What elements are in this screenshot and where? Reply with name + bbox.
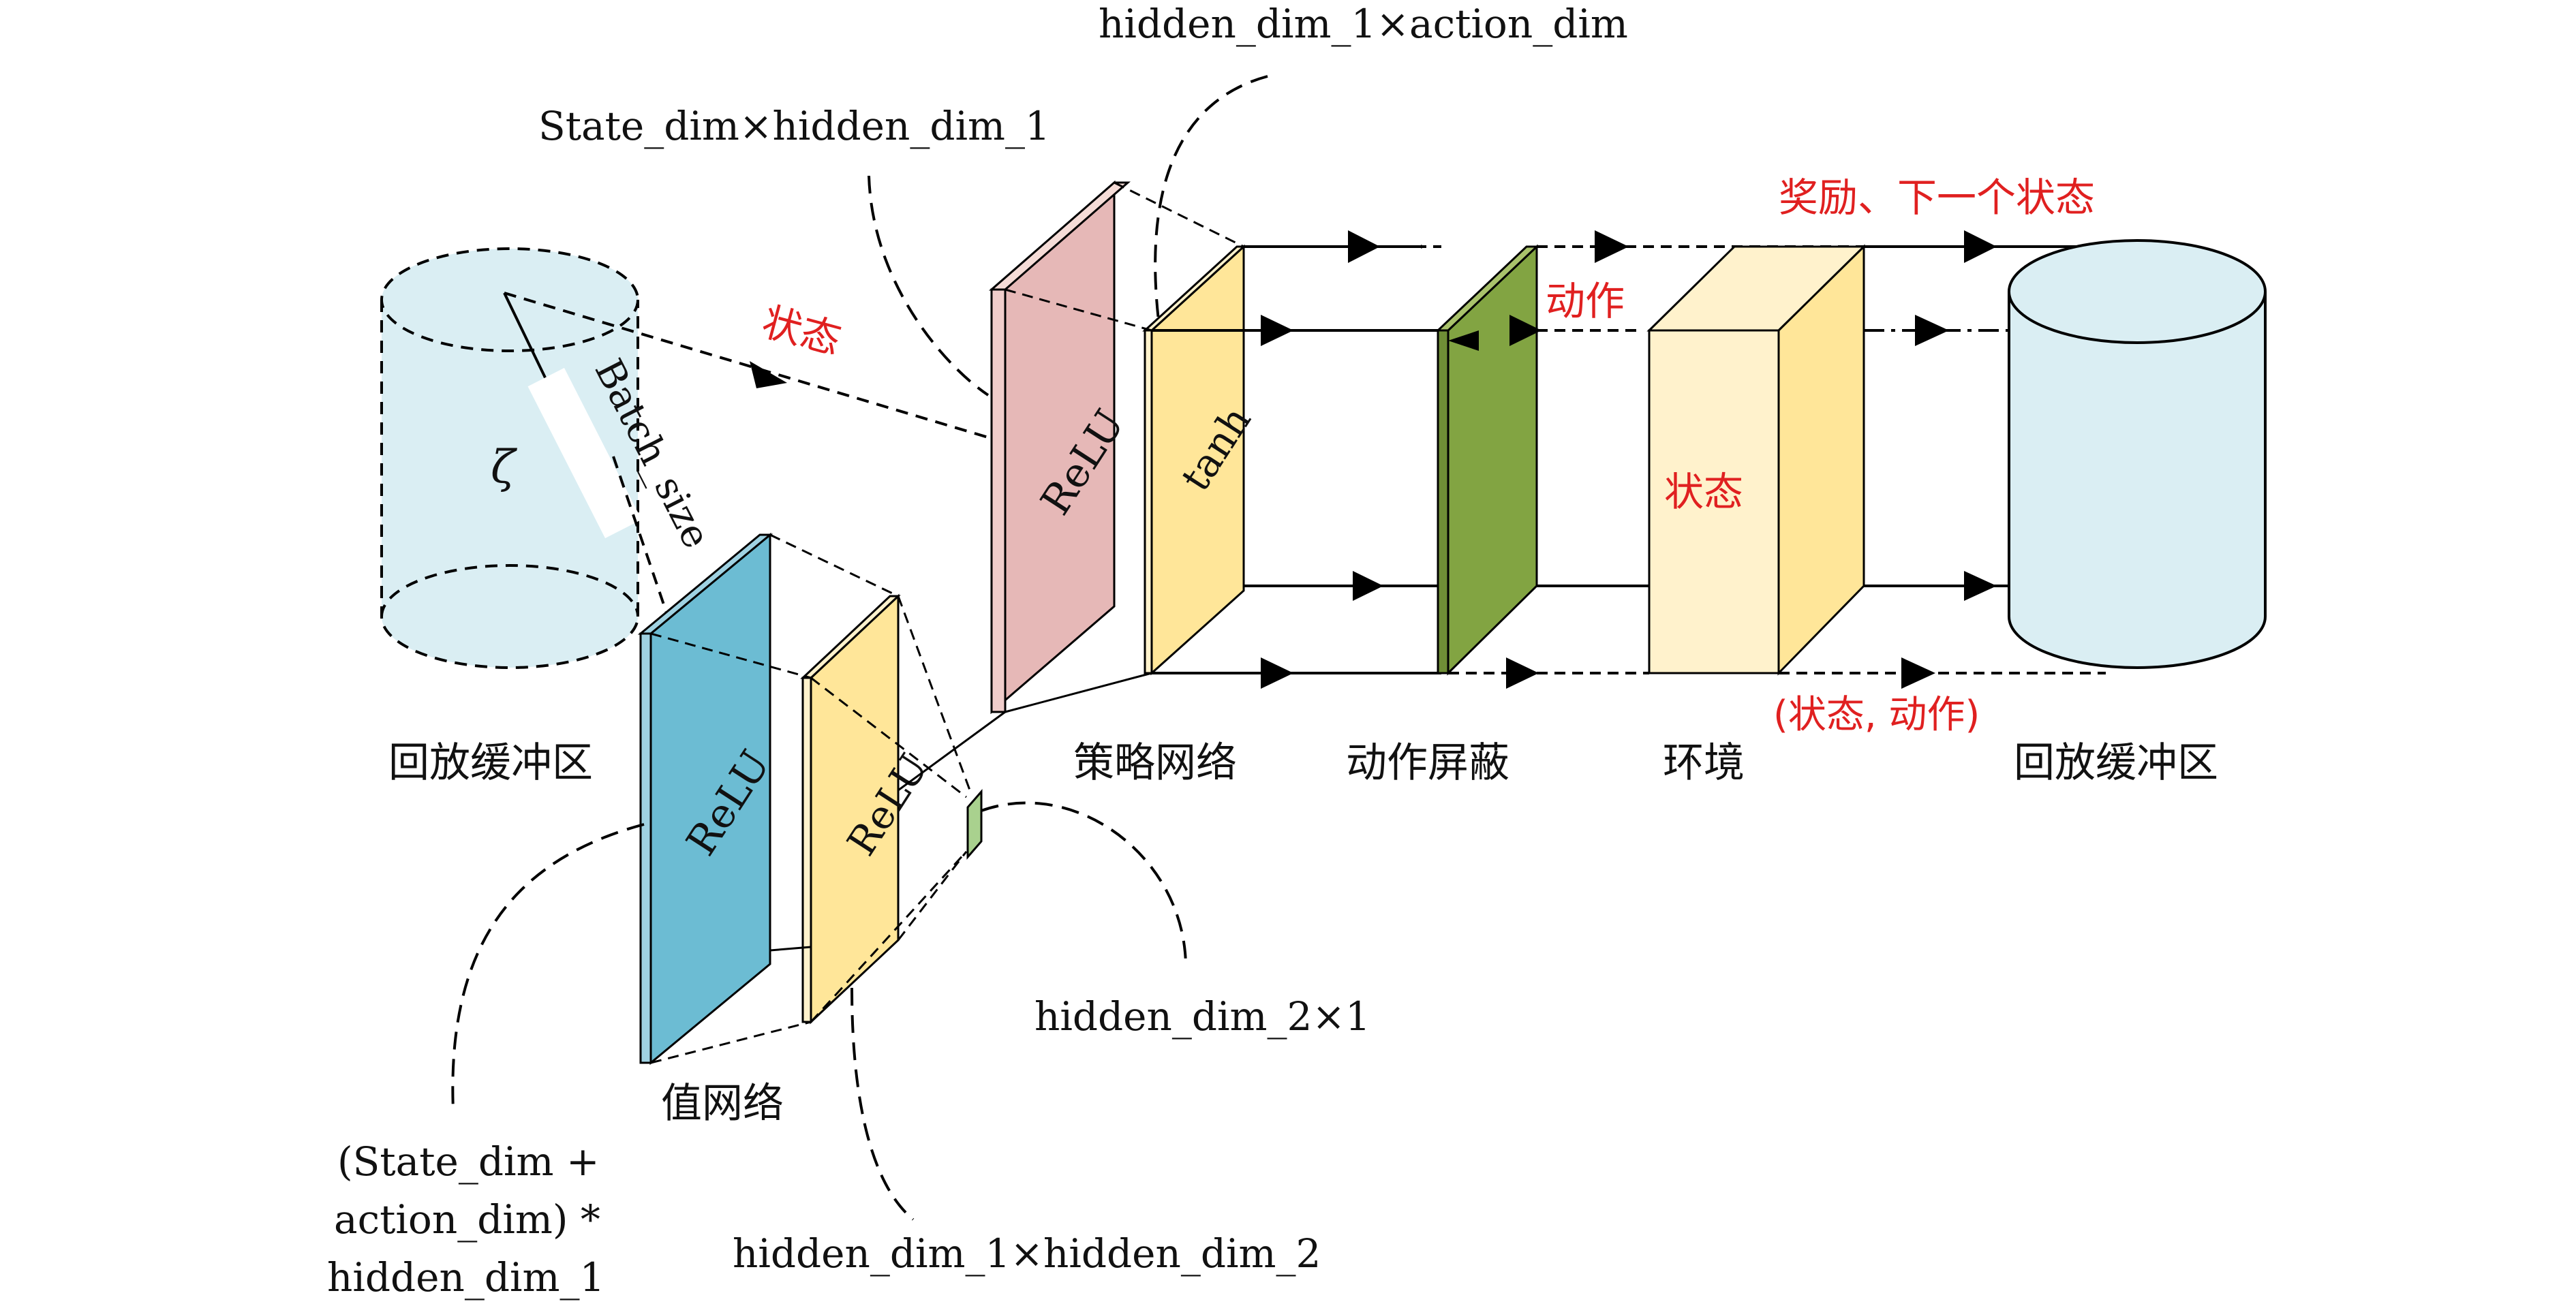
label-value-input-3: hidden_dim_1 [327,1254,604,1301]
batch-label-bg [527,368,642,538]
policy-relu-layer [988,180,1131,715]
replay-buffer-right-cylinder [2008,239,2267,669]
callout-hidden2-1 [981,801,1187,968]
relu-tanh-link-bottom [1005,672,1152,713]
callout-value-input [451,823,645,1111]
state-to-policy-arrowhead [750,361,787,388]
value-output-node [966,788,983,860]
state-action-label: (状态, 动作) [1773,693,1980,737]
label-value-input-2: action_dim) * [334,1196,600,1243]
value-relu-layer-1 [637,532,773,1066]
relu-tanh-link-mid [1005,288,1152,332]
value-to-policy-link [898,711,1006,792]
buffer-to-value-line [612,456,669,617]
component-action-mask: 动作屏蔽 [1346,739,1509,787]
label-hidden1-hidden2: hidden_dim_1×hidden_dim_2 [733,1230,1321,1277]
state-to-policy-line [504,292,996,441]
environment-block [1646,244,1867,676]
callout-hidden1-hidden2 [850,987,915,1221]
callout-state-hidden1 [868,175,990,397]
component-value-network: 值网络 [661,1080,784,1128]
component-environment: 环境 [1663,739,1745,787]
label-value-input-1: (State_dim + [337,1138,600,1185]
zeta-symbol: ζ [491,441,518,493]
action-feedback-arrowhead [1448,330,1479,351]
callout-hidden1-action [1154,75,1268,321]
action-mask-layer [1435,244,1539,676]
reward-next-state-label: 奖励、下一个状态 [1779,174,2095,221]
relu-tanh-link-top [1114,181,1244,248]
label-hidden2-1: hidden_dim_2×1 [1034,993,1370,1040]
component-policy-network: 策略网络 [1073,739,1237,787]
action-label: 动作 [1546,278,1625,324]
label-hidden1-action: hidden_dim_1×action_dim [1099,1,1628,47]
component-replay-buffer-right: 回放缓冲区 [2014,739,2218,787]
state-to-policy-label: 状态 [757,298,846,364]
environment-state-label: 状态 [1664,469,1743,515]
label-state-hidden1: State_dim×hidden_dim_1 [538,103,1050,149]
component-replay-buffer-left: 回放缓冲区 [388,739,593,787]
